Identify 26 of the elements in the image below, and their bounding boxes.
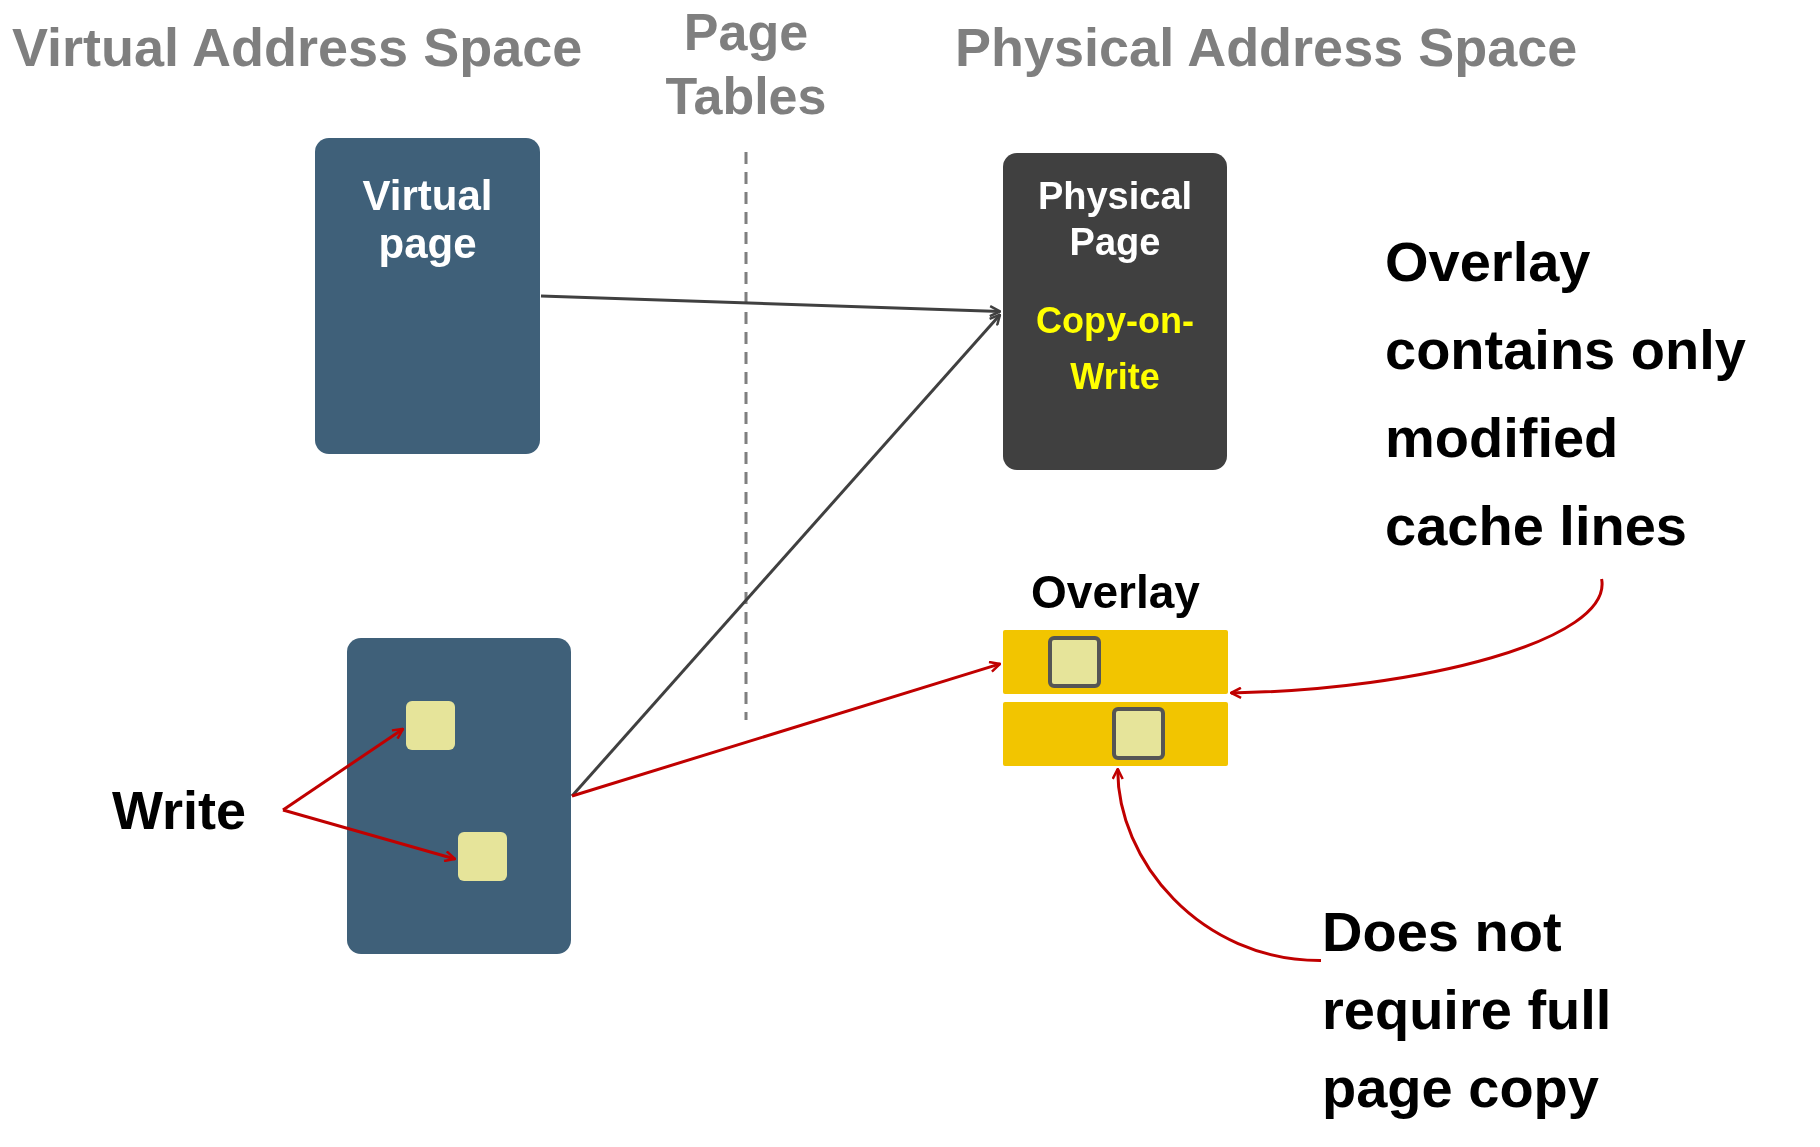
column-heading: Virtual Address Space bbox=[12, 16, 584, 78]
annotation-text: Does not require full page copy bbox=[1322, 899, 1613, 1121]
arrow bbox=[571, 660, 1002, 798]
overlay-heading: Overlay bbox=[1030, 565, 1201, 620]
annotation-text: Overlay contains only modified cache lines bbox=[1385, 229, 1747, 559]
cache-line-bar bbox=[1003, 630, 1228, 694]
page-status-label: Copy-on-Write bbox=[1035, 299, 1195, 399]
cache-line-square bbox=[1048, 636, 1101, 688]
page-title: Virtual page bbox=[361, 172, 494, 268]
write-label: Write bbox=[112, 779, 248, 842]
cache-line-bar bbox=[1003, 702, 1228, 766]
column-heading: Physical Address Space bbox=[955, 16, 1579, 78]
cache-line-square bbox=[406, 701, 455, 750]
cache-line-square bbox=[458, 832, 507, 881]
arrow bbox=[570, 313, 1002, 797]
virtual-page-box bbox=[315, 138, 540, 454]
column-heading: Page Tables bbox=[664, 2, 828, 127]
cache-line-square bbox=[1112, 707, 1165, 760]
physical-page-box bbox=[1003, 153, 1227, 470]
arrow bbox=[282, 808, 457, 863]
curved-arrow bbox=[1112, 767, 1322, 962]
curved-arrow bbox=[1229, 578, 1604, 699]
page-title: Physical Page bbox=[1036, 174, 1194, 265]
arrow bbox=[540, 294, 1002, 318]
arrow bbox=[282, 727, 405, 812]
page-box bbox=[347, 638, 571, 954]
